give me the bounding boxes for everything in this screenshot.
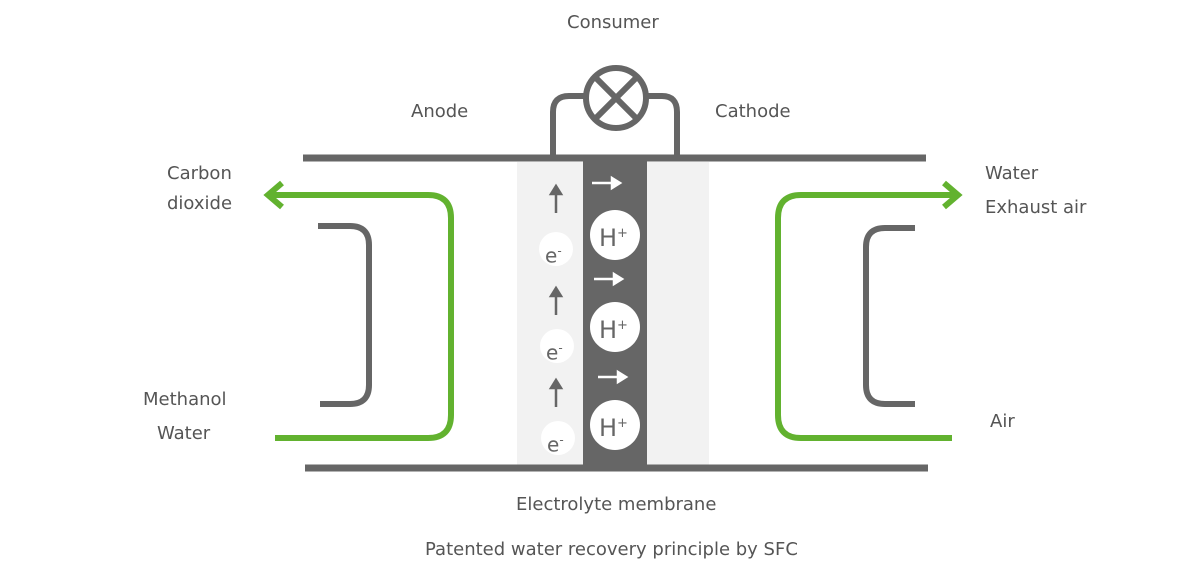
electron-label: e-	[546, 333, 563, 368]
cathode-layer	[647, 162, 709, 465]
electron-charge: -	[557, 244, 562, 258]
consumer-label: Consumer	[567, 12, 659, 33]
proton-circle	[590, 210, 640, 260]
electron-symbol: e	[546, 340, 559, 365]
proton-charge: +	[617, 318, 628, 333]
water-input-label: Water	[157, 423, 211, 444]
proton-circle	[590, 400, 640, 450]
anode-layer	[517, 162, 583, 465]
circuit-wire	[550, 93, 680, 158]
proton-symbol: H	[599, 224, 618, 252]
consumer-lamp-icon	[583, 65, 649, 131]
anode-flow-arrow	[270, 192, 454, 441]
electron-label: e-	[545, 236, 562, 271]
proton-symbol: H	[599, 316, 618, 344]
arrow-head-right-icon	[942, 180, 963, 210]
proton-label: H+	[599, 409, 628, 443]
carbon-dioxide-label-1: Carbon	[167, 163, 232, 184]
proton-charge: +	[617, 226, 628, 241]
methanol-label: Methanol	[143, 389, 227, 410]
proton-symbol: H	[599, 414, 618, 442]
proton-label: H+	[599, 311, 628, 345]
electron-symbol: e	[547, 432, 560, 457]
membrane-label: Electrolyte membrane	[516, 494, 717, 515]
proton-charge: +	[617, 416, 628, 431]
electron-charge: -	[559, 433, 564, 447]
electron-symbol: e	[545, 243, 558, 268]
proton-circle	[590, 302, 640, 352]
cathode-channel	[863, 225, 915, 407]
electron-label: e-	[547, 425, 564, 460]
electron-circle	[541, 421, 575, 455]
exhaust-air-label: Exhaust air	[985, 197, 1087, 218]
electron-arrows	[548, 183, 564, 407]
cathode-label: Cathode	[715, 101, 791, 122]
proton-arrows	[592, 175, 629, 385]
caption: Patented water recovery principle by SFC	[425, 539, 798, 560]
anode-label: Anode	[411, 101, 469, 122]
cathode-flow-arrow	[775, 192, 956, 441]
electron-charge: -	[558, 341, 563, 355]
air-label: Air	[990, 411, 1015, 432]
water-output-label: Water	[985, 163, 1039, 184]
arrow-head-left-icon	[263, 180, 284, 210]
electron-circle	[539, 232, 573, 266]
anode-channel	[318, 223, 372, 407]
carbon-dioxide-label-2: dioxide	[167, 193, 233, 214]
proton-label: H+	[599, 219, 628, 253]
electron-circle	[540, 329, 574, 363]
